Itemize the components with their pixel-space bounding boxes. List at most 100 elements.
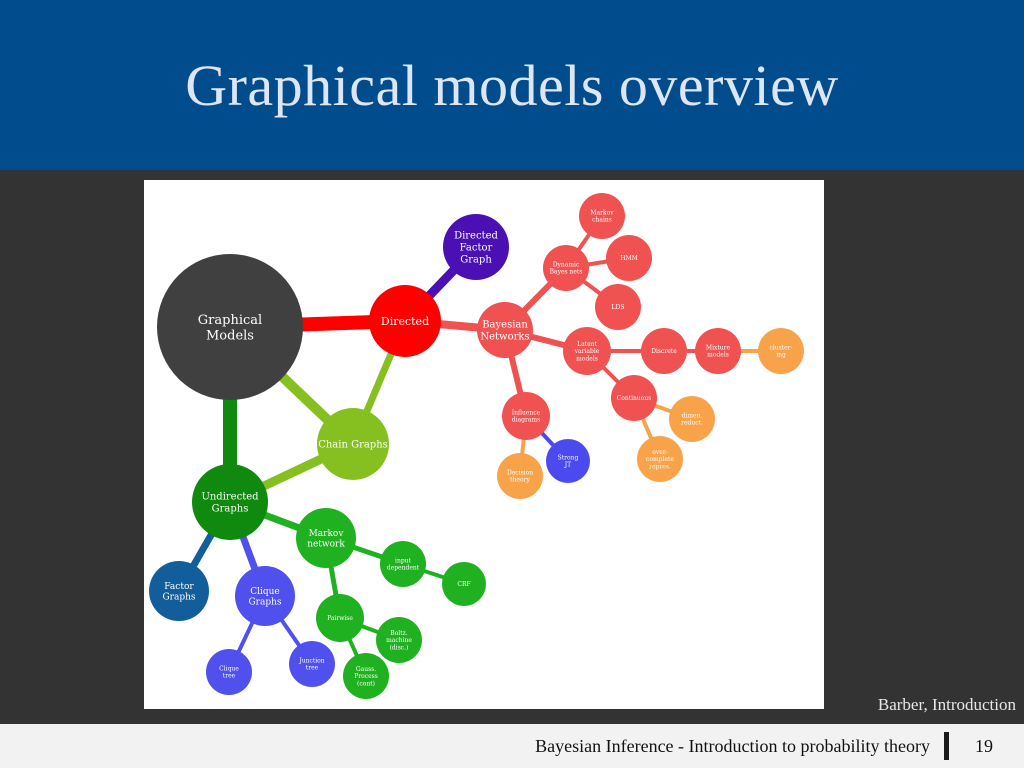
node-label: tree bbox=[306, 665, 319, 672]
node-hmm: HMM bbox=[606, 235, 652, 281]
node-label: Graphs bbox=[212, 504, 249, 515]
slide-title: Graphical models overview bbox=[185, 53, 839, 118]
node-label: Influence bbox=[512, 410, 541, 417]
node-label: ing bbox=[776, 352, 786, 359]
node-boltz-machine: Boltz.machine(disc.) bbox=[376, 617, 422, 663]
node-label: Process bbox=[354, 673, 378, 680]
node-label: reduct. bbox=[681, 420, 703, 427]
node-circle bbox=[497, 453, 543, 499]
node-label: tree bbox=[223, 673, 236, 680]
node-circle bbox=[369, 285, 441, 357]
node-circle bbox=[611, 375, 657, 421]
node-label: chains bbox=[592, 217, 612, 224]
node-gauss-process: Gauss.Process(cont) bbox=[343, 653, 389, 699]
node-circle bbox=[579, 193, 625, 239]
node-label: Pairwise bbox=[327, 615, 353, 622]
node-circle bbox=[296, 508, 356, 568]
node-label: Factor bbox=[460, 243, 493, 254]
node-label: over- bbox=[652, 449, 667, 456]
node-label: dependent bbox=[387, 565, 420, 572]
node-label: Junction bbox=[298, 658, 324, 665]
node-label: cluster- bbox=[769, 345, 792, 352]
node-circle bbox=[442, 562, 486, 606]
node-label: Clique bbox=[250, 587, 280, 597]
node-label: CRF bbox=[457, 581, 470, 588]
node-label: Discrete bbox=[651, 348, 677, 355]
node-label: models bbox=[707, 352, 729, 359]
node-label: Undirected bbox=[201, 492, 259, 503]
node-lds: LDS bbox=[595, 284, 641, 330]
node-label: LDS bbox=[612, 304, 625, 311]
node-label: Bayes nets bbox=[550, 269, 583, 276]
node-clustering: cluster-ing bbox=[758, 328, 804, 374]
node-label: complete bbox=[646, 456, 674, 463]
node-label: network bbox=[307, 540, 345, 550]
node-label: Markov bbox=[309, 529, 345, 539]
node-label: Chain Graphs bbox=[318, 440, 388, 451]
node-label: Bayesian bbox=[482, 320, 528, 331]
node-circle bbox=[637, 436, 683, 482]
node-circle bbox=[606, 235, 652, 281]
node-circle bbox=[669, 396, 715, 442]
node-circle bbox=[192, 464, 268, 540]
node-label: Networks bbox=[480, 332, 529, 343]
node-circle bbox=[502, 392, 550, 440]
node-circle bbox=[376, 617, 422, 663]
node-circle bbox=[695, 328, 741, 374]
node-circle bbox=[758, 328, 804, 374]
node-circle bbox=[157, 254, 303, 400]
node-label: machine bbox=[386, 637, 412, 644]
node-label: dimen. bbox=[682, 413, 703, 420]
node-label: Graphs bbox=[248, 598, 281, 608]
node-label: Latent bbox=[577, 341, 597, 348]
node-label: variable bbox=[574, 348, 600, 355]
node-label: Markov bbox=[590, 210, 614, 217]
node-label: (disc.) bbox=[390, 644, 409, 651]
node-circle bbox=[543, 245, 589, 291]
footer-text: Bayesian Inference - Introduction to pro… bbox=[535, 736, 930, 756]
node-directed: Directed bbox=[369, 285, 441, 357]
node-dimen-reduct: dimen.reduct. bbox=[669, 396, 715, 442]
node-label: Directed bbox=[381, 315, 429, 328]
slide-footer: Bayesian Inference - Introduction to pro… bbox=[0, 724, 1024, 768]
node-label: JT bbox=[564, 462, 571, 469]
node-circle bbox=[149, 561, 209, 621]
node-label: HMM bbox=[620, 255, 638, 262]
node-continuous: Continuous bbox=[611, 375, 657, 421]
node-label: Models bbox=[206, 328, 254, 343]
node-label: input bbox=[395, 558, 411, 565]
page-number: 19 bbox=[975, 736, 993, 756]
node-circle bbox=[443, 214, 509, 280]
node-label: Directed bbox=[454, 231, 498, 242]
node-chain-graphs: Chain Graphs bbox=[317, 408, 389, 480]
node-circle bbox=[595, 284, 641, 330]
node-circle bbox=[289, 641, 335, 687]
credit-text: Barber, Introduction bbox=[877, 695, 1016, 714]
node-label: Dynamic bbox=[553, 262, 580, 269]
node-label: diagrams bbox=[512, 417, 540, 424]
node-label: Graphs bbox=[162, 593, 195, 603]
node-circle bbox=[380, 541, 426, 587]
node-circle bbox=[316, 594, 364, 642]
node-label: Graphical bbox=[198, 313, 262, 328]
node-circle bbox=[563, 327, 611, 375]
node-circle bbox=[343, 653, 389, 699]
node-label: Factor bbox=[164, 582, 194, 592]
node-label: theory bbox=[510, 477, 530, 484]
